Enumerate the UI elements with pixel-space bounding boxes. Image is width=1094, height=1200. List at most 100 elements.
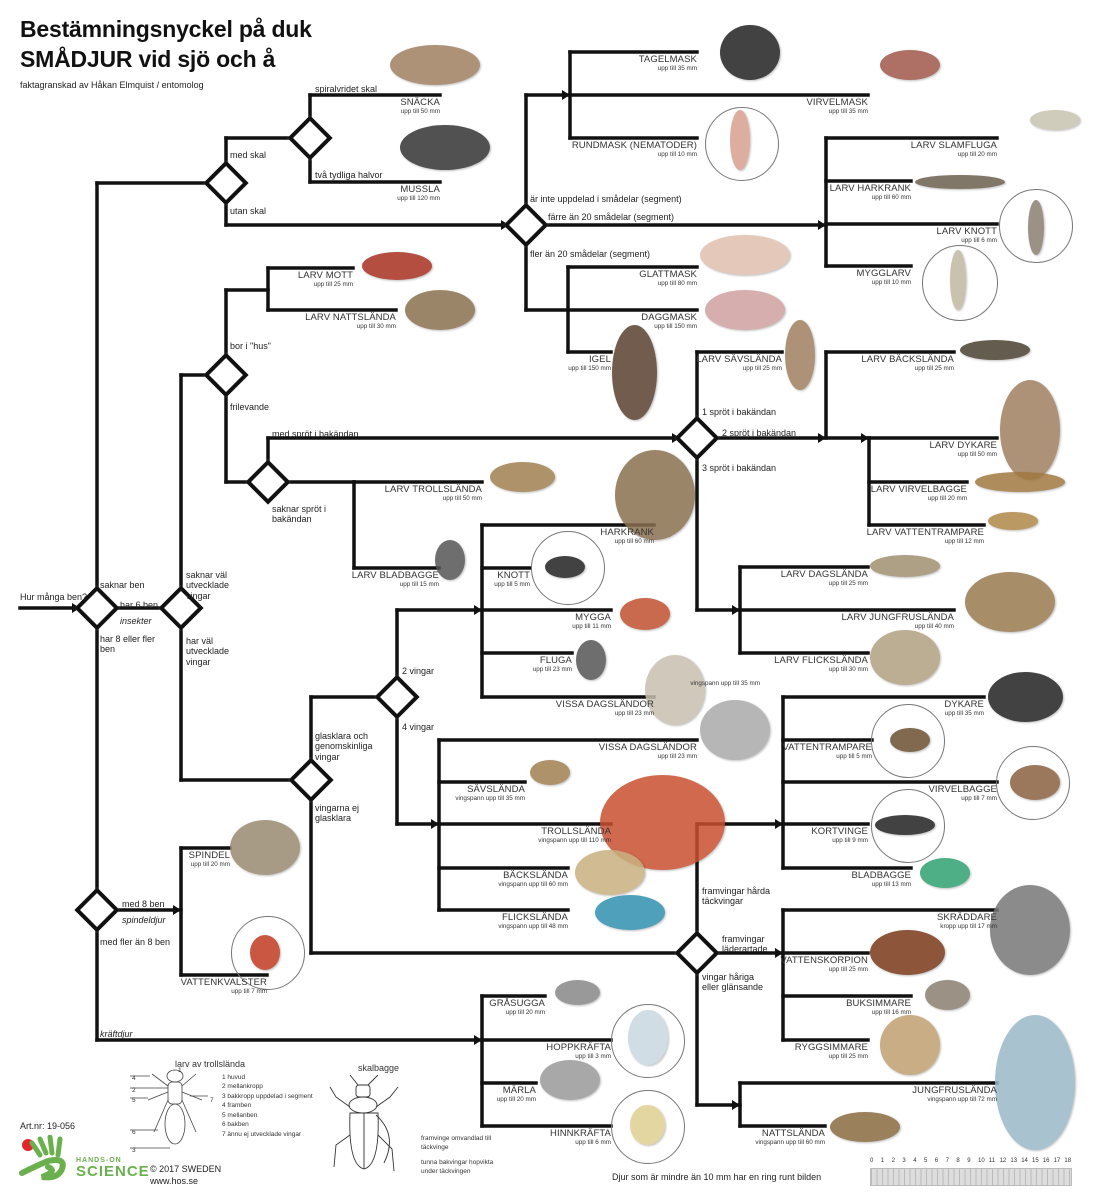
arrow-icon <box>474 605 482 615</box>
title-line-2: SMÅDJUR vid sjö och å <box>20 46 276 72</box>
species-size: upp till 16 mm <box>871 1008 911 1016</box>
species-size: vingspann upp till 35 mm <box>455 794 525 802</box>
species-name: DYKARE <box>944 699 984 710</box>
beetle-diagram-icon <box>329 1075 399 1172</box>
larva-part-item: 3 bakkropp uppdelad i segment <box>222 1092 313 1100</box>
species-name: HARKRANK <box>600 527 654 538</box>
species-illustration <box>700 235 790 275</box>
species-illustration <box>785 320 815 390</box>
ruler-number: 6 <box>934 1158 939 1164</box>
branch-label: 4 vingar <box>402 722 435 732</box>
species-name: HOPPKRÄFTA <box>546 1042 611 1053</box>
species-illustration <box>620 598 670 630</box>
species-illustration <box>250 935 280 970</box>
species-illustration <box>630 1105 665 1145</box>
ruler-number: 0 <box>870 1158 874 1164</box>
ruler-number: 15 <box>1032 1158 1039 1164</box>
species-size: upp till 150 mm <box>654 322 697 330</box>
branch-label: glasklara och genomskinliga vingar <box>315 731 373 762</box>
species-name: GLATTMASK <box>639 269 697 280</box>
branch-label: 1 spröt i bakändan <box>702 407 777 417</box>
species-name: NATTSLÄNDA <box>761 1128 825 1139</box>
species-name: LARV MOTT <box>297 270 353 281</box>
species-illustration <box>988 512 1038 530</box>
species-size: upp till 20 mm <box>190 860 230 868</box>
species-name: SKRÄDDARE <box>936 912 997 923</box>
species-name: LARV SLAMFLUGA <box>910 140 997 151</box>
hands-on-science-logo <box>19 1135 66 1181</box>
species-name: KNOTT <box>497 570 530 581</box>
species-illustration <box>435 540 465 580</box>
arrow-icon <box>732 605 740 615</box>
ruler-number: 9 <box>967 1158 971 1164</box>
species-illustration <box>540 1060 600 1100</box>
species-label: RUNDMASK (NEMATODER)upp till 10 mm <box>397 141 697 158</box>
extra-wingspan-note: vingspann upp till 35 mm <box>690 680 760 687</box>
species-illustration <box>530 760 570 785</box>
species-size: upp till 50 mm <box>957 450 997 458</box>
larva-part-item: 4 framben <box>222 1102 252 1110</box>
species-size: upp till 25 mm <box>742 364 782 372</box>
species-size: upp till 35 mm <box>944 709 984 717</box>
website-link[interactable]: www.hos.se <box>150 1176 199 1186</box>
ruler-number: 4 <box>913 1158 917 1164</box>
branch-label: har väl utvecklade vingar <box>186 636 230 667</box>
branch-label: 2 vingar <box>402 666 435 676</box>
species-illustration <box>555 980 600 1005</box>
larva-part-item: 2 mellankropp <box>222 1083 263 1091</box>
species-size: upp till 150 mm <box>568 364 611 372</box>
species-illustration <box>890 728 930 752</box>
branch-label: spiralvridet skal <box>315 84 378 94</box>
ruler-number: 7 <box>945 1158 949 1164</box>
species-name: LARV KNOTT <box>936 226 997 237</box>
species-size: upp till 60 mm <box>871 193 911 201</box>
species-name: LARV TROLLSLÄNDA <box>384 484 482 495</box>
branch-label: frilevande <box>230 402 270 412</box>
species-size: upp till 5 mm <box>494 580 530 588</box>
species-illustration <box>870 630 940 685</box>
larva-number: 7 <box>210 1097 214 1104</box>
small-animal-ring <box>996 746 1070 820</box>
species-size: upp till 35 mm <box>657 64 697 72</box>
ruler-number: 10 <box>978 1158 985 1164</box>
small-animal-ring <box>611 1004 685 1078</box>
species-size: upp till 23 mm <box>614 709 654 717</box>
arrow-icon <box>818 433 826 443</box>
larva-number: 5 <box>132 1097 136 1104</box>
ruler-number: 8 <box>956 1158 960 1164</box>
arrow-icon <box>775 948 783 958</box>
species-size: upp till 10 mm <box>657 150 697 158</box>
branch-label: insekter <box>120 616 152 626</box>
species-illustration <box>915 175 1005 189</box>
arrow-icon <box>775 819 783 829</box>
small-animal-ring <box>705 107 779 181</box>
species-illustration <box>830 1112 900 1142</box>
species-size: upp till 6 mm <box>961 236 997 244</box>
species-name: MYGGLARV <box>856 268 911 279</box>
species-name: KORTVINGE <box>811 826 868 837</box>
branch-label: kräftdjur <box>100 1029 133 1039</box>
species-name: FLICKSLÄNDA <box>501 912 568 923</box>
branch-label: saknar spröt i bakändan <box>272 504 327 525</box>
species-size: upp till 20 mm <box>957 150 997 158</box>
species-illustration <box>612 325 657 420</box>
species-name: VATTENSKORPION <box>780 955 868 966</box>
branch-label: bor i "hus" <box>230 341 271 351</box>
species-size: upp till 50 mm <box>400 107 440 115</box>
branch-label: två tydliga halvor <box>315 170 383 180</box>
branch-label: är inte uppdelad i smådelar (segment) <box>530 194 682 204</box>
